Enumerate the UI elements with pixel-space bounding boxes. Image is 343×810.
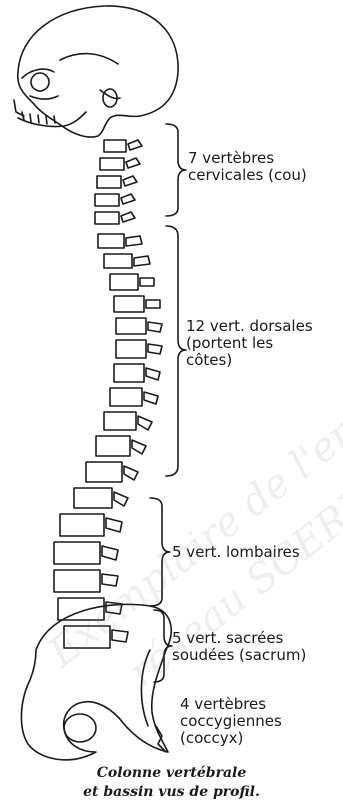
pelvis-drawing bbox=[21, 604, 171, 759]
cervical-label-line2: cervicales (cou) bbox=[188, 167, 307, 184]
lumbar-label: 5 vert. lombaires bbox=[172, 544, 300, 561]
lumbar-vertebrae bbox=[54, 514, 128, 648]
dorsal-label-line2: (portent les bbox=[186, 335, 313, 352]
sacral-label: 5 vert. sacrées soudées (sacrum) bbox=[172, 630, 306, 664]
sacral-label-line1: 5 vert. sacrées bbox=[172, 630, 306, 647]
cervical-label-line1: 7 vertèbres bbox=[188, 150, 307, 167]
cervical-bracket bbox=[166, 124, 186, 216]
figure-caption: Colonne vertébrale et bassin vus de prof… bbox=[0, 764, 343, 802]
caption-line1: Colonne vertébrale bbox=[0, 764, 343, 783]
coccyx-label-line2: coccygiennes bbox=[180, 713, 282, 730]
dorsal-label: 12 vert. dorsales (portent les côtes) bbox=[186, 318, 313, 369]
sacral-label-line2: soudées (sacrum) bbox=[172, 647, 306, 664]
cervical-vertebrae bbox=[95, 140, 142, 224]
coccyx-label-line1: 4 vertèbres bbox=[180, 696, 282, 713]
skull-drawing bbox=[14, 6, 178, 137]
coccyx-label-line3: (coccyx) bbox=[180, 730, 282, 747]
dorsal-bracket bbox=[166, 226, 186, 476]
coccyx-label: 4 vertèbres coccygiennes (coccyx) bbox=[180, 696, 282, 747]
lumbar-label-line1: 5 vert. lombaires bbox=[172, 544, 300, 561]
caption-line2: et bassin vus de profil. bbox=[0, 783, 343, 802]
dorsal-label-line1: 12 vert. dorsales bbox=[186, 318, 313, 335]
cervical-label: 7 vertèbres cervicales (cou) bbox=[188, 150, 307, 184]
lumbar-bracket bbox=[150, 498, 170, 606]
dorsal-vertebrae bbox=[74, 234, 162, 508]
dorsal-label-line3: côtes) bbox=[186, 352, 313, 369]
